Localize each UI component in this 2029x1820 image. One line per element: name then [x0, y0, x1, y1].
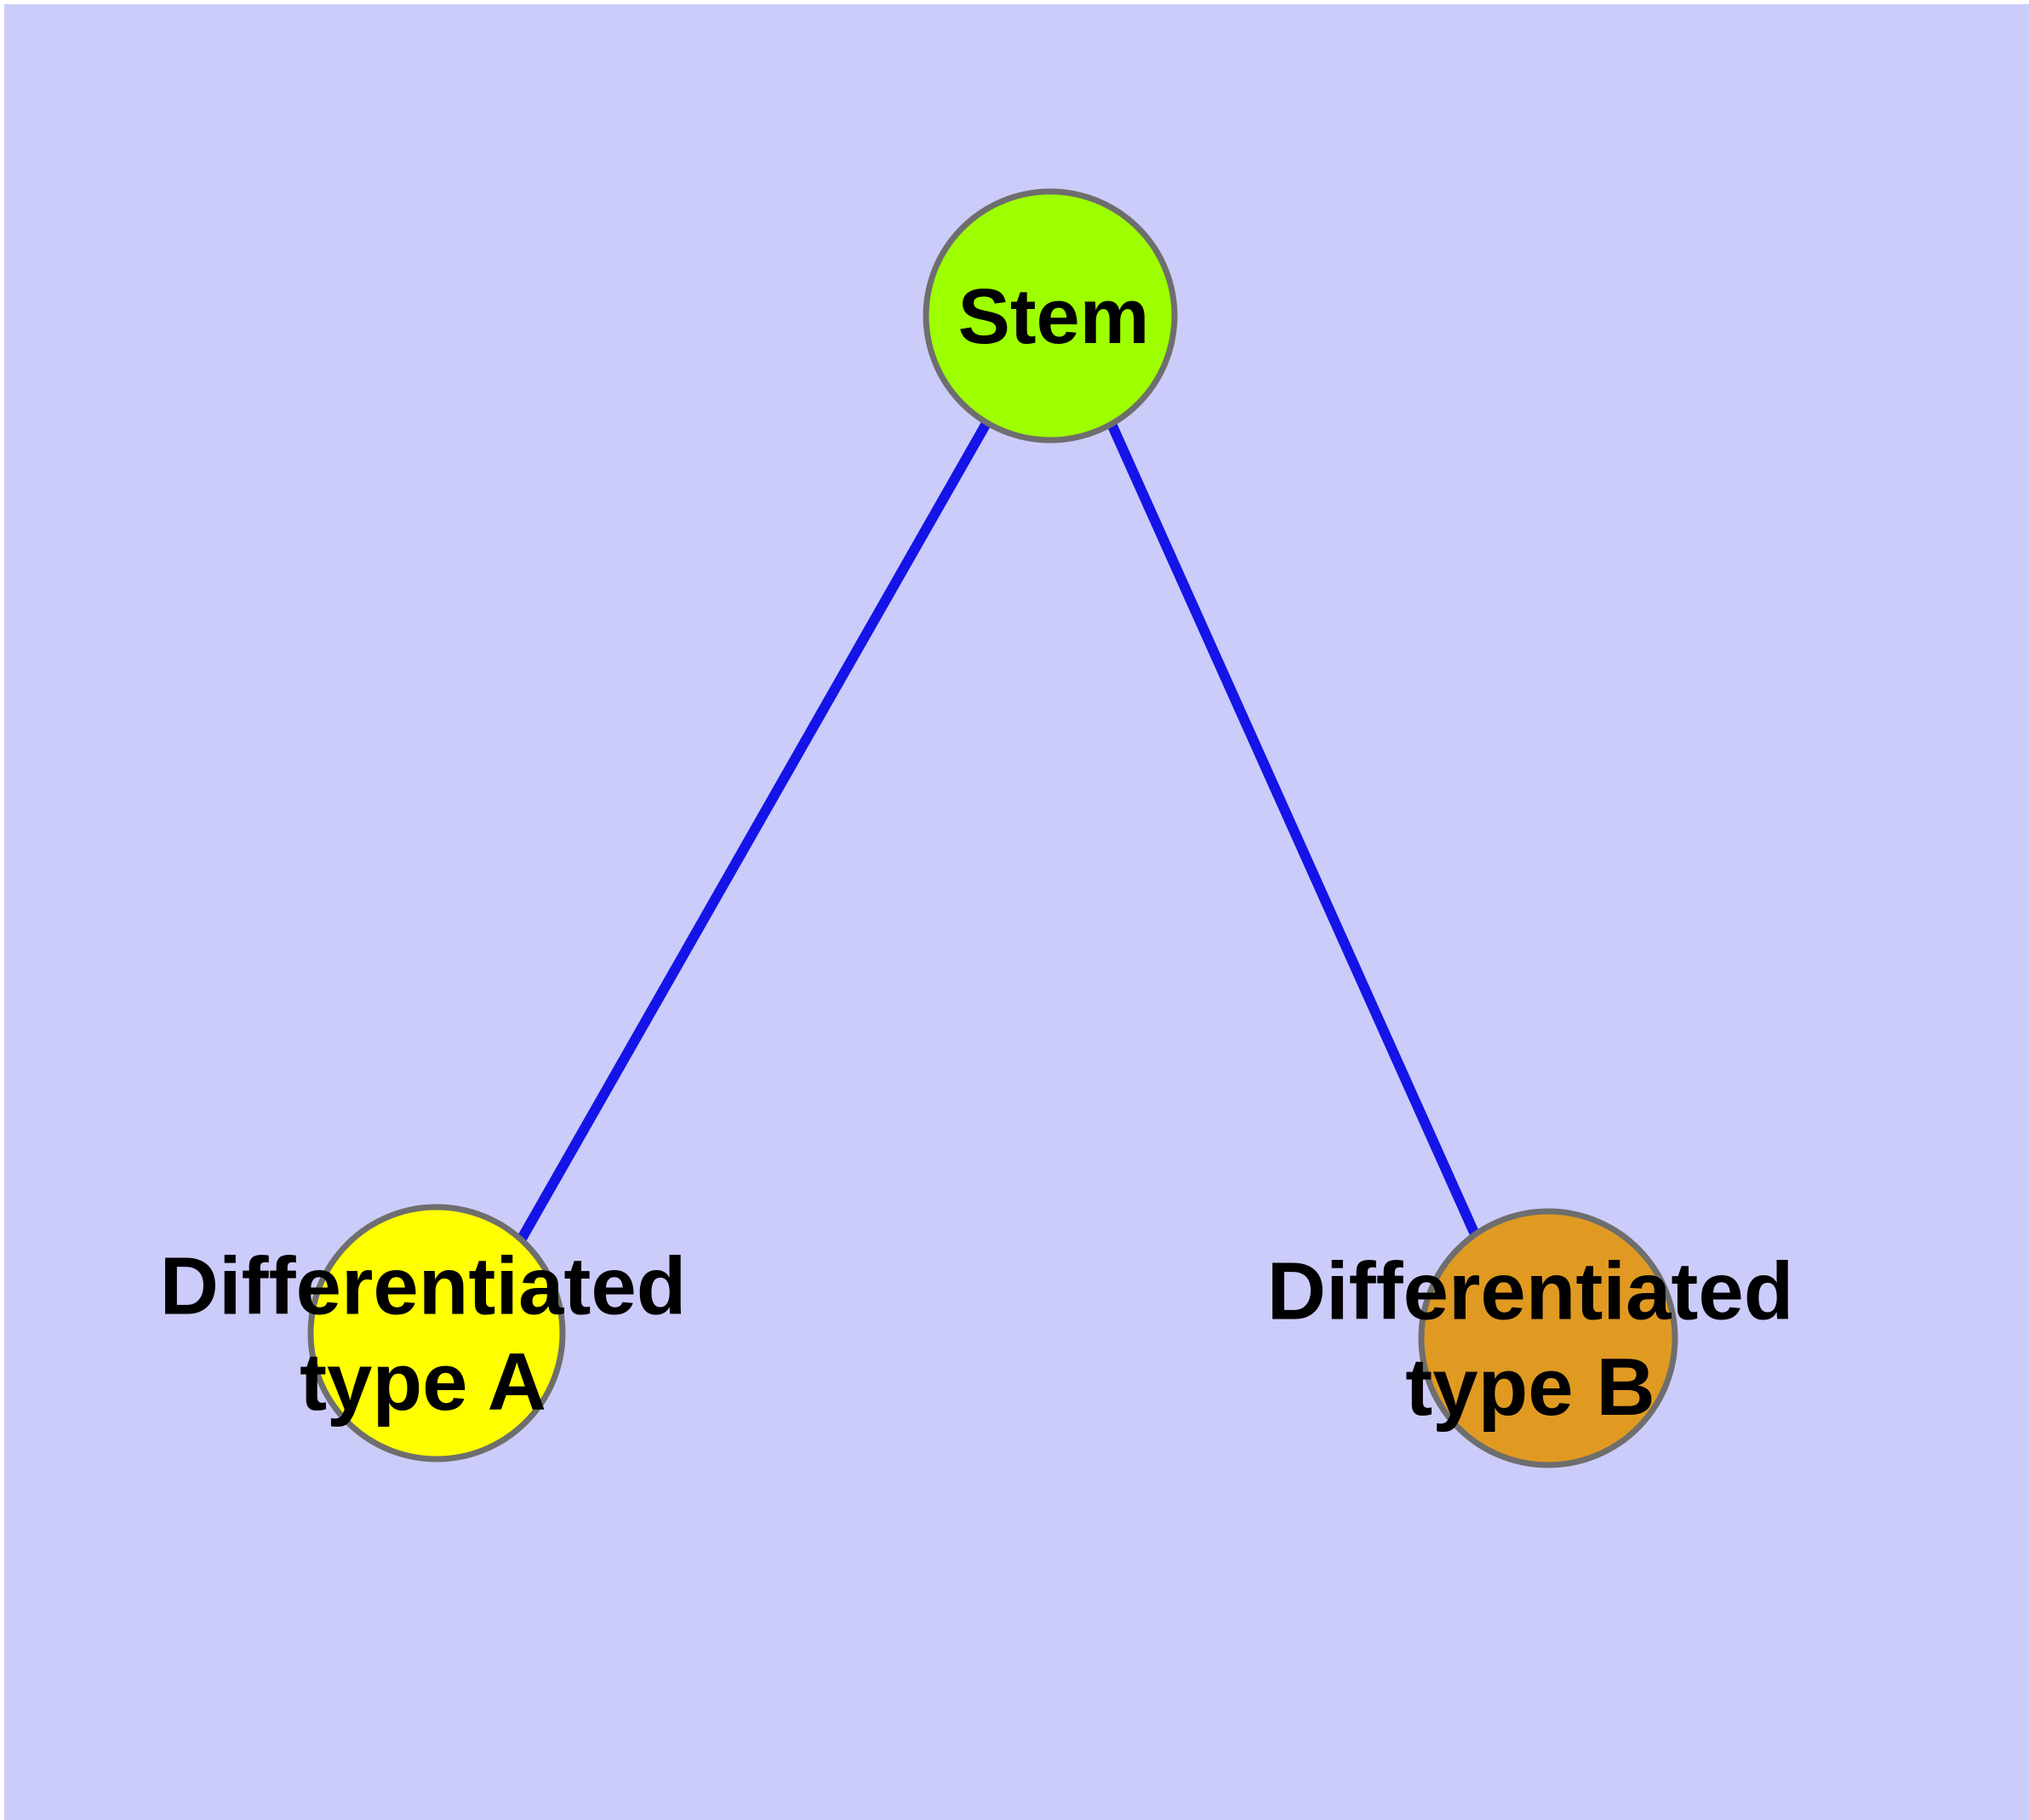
node-label-line: Differentiated [160, 1240, 687, 1331]
node-diff-type-a-circle[interactable] [307, 1204, 566, 1462]
node-diff-type-b-circle[interactable] [1418, 1208, 1678, 1468]
node-label-line: type B [1405, 1342, 1655, 1433]
node-label-line: Differentiated [1267, 1245, 1794, 1336]
node-label-line: type A [300, 1336, 546, 1428]
node-label-line: Stem [958, 273, 1150, 360]
edge-stem-to-type-a [517, 422, 991, 1241]
edge-stem-to-type-b [1106, 421, 1480, 1237]
node-stem-label: Stem [958, 273, 1150, 360]
node-stem[interactable]: Stem [923, 188, 1178, 444]
node-stem-circle[interactable] [923, 188, 1178, 444]
edges-group [517, 421, 1480, 1241]
